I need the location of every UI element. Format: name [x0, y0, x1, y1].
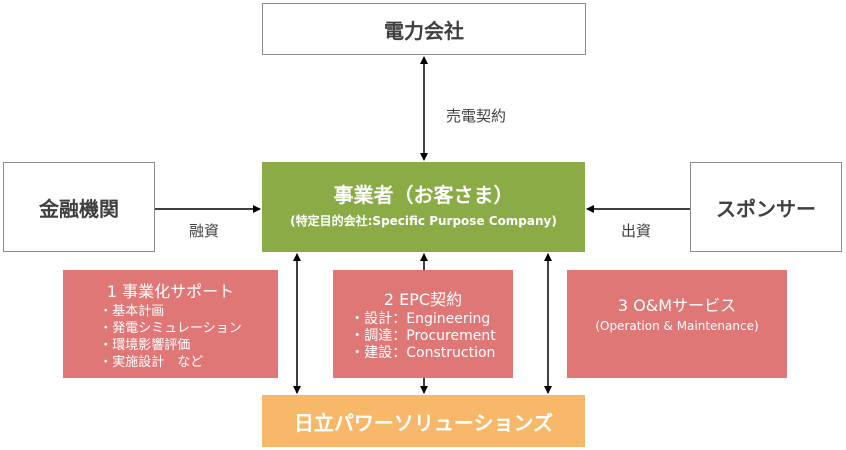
operator-title: 事業者（お客さま）: [333, 183, 514, 207]
service-epc: 2 EPC契約 ・設計：Engineering ・調達：Procurement …: [333, 270, 513, 378]
power-sale-label: 売電契約: [446, 107, 507, 125]
operator-node: 事業者（お客さま） (特定目的会社:Specific Purpose Compa…: [262, 162, 585, 252]
power-company-label: 電力会社: [384, 18, 464, 43]
finance-label: 金融機関: [39, 196, 119, 221]
service-title: 1 事業化サポート: [106, 281, 235, 301]
service-subtitle: (Operation & Maintenance): [595, 319, 759, 333]
power-company-node: 電力会社: [262, 3, 586, 55]
service-item: ・基本計画: [99, 303, 165, 319]
service-title: 3 O&Mサービス: [617, 296, 737, 315]
hitachi-label: 日立パワーソリューションズ: [293, 410, 554, 435]
service-item: ・設計：Engineering: [350, 311, 491, 327]
finance-node: 金融機関: [3, 162, 155, 252]
service-business-support: 1 事業化サポート ・基本計画 ・発電シミュレーション ・環境影響評価 ・実施設…: [63, 270, 278, 378]
service-title: 2 EPC契約: [383, 290, 463, 309]
service-item: ・実施設計 など: [99, 354, 204, 370]
sponsor-node: スポンサー: [690, 162, 842, 252]
service-item: ・調達：Procurement: [350, 328, 496, 344]
operator-subtitle: (特定目的会社:Specific Purpose Company): [290, 214, 557, 228]
service-items: ・設計：Engineering ・調達：Procurement ・建設：Cons…: [350, 311, 495, 362]
sponsor-label: スポンサー: [716, 196, 816, 221]
hitachi-node: 日立パワーソリューションズ: [262, 395, 585, 447]
service-items: ・基本計画 ・発電シミュレーション ・環境影響評価 ・実施設計 など: [99, 303, 241, 371]
investment-label: 出資: [621, 222, 652, 240]
service-item: ・環境影響評価: [99, 337, 191, 353]
service-item: ・建設：Construction: [350, 345, 496, 361]
service-item: ・発電シミュレーション: [99, 320, 242, 336]
financing-label: 融資: [189, 222, 220, 240]
service-om: 3 O&Mサービス (Operation & Maintenance): [567, 270, 787, 378]
